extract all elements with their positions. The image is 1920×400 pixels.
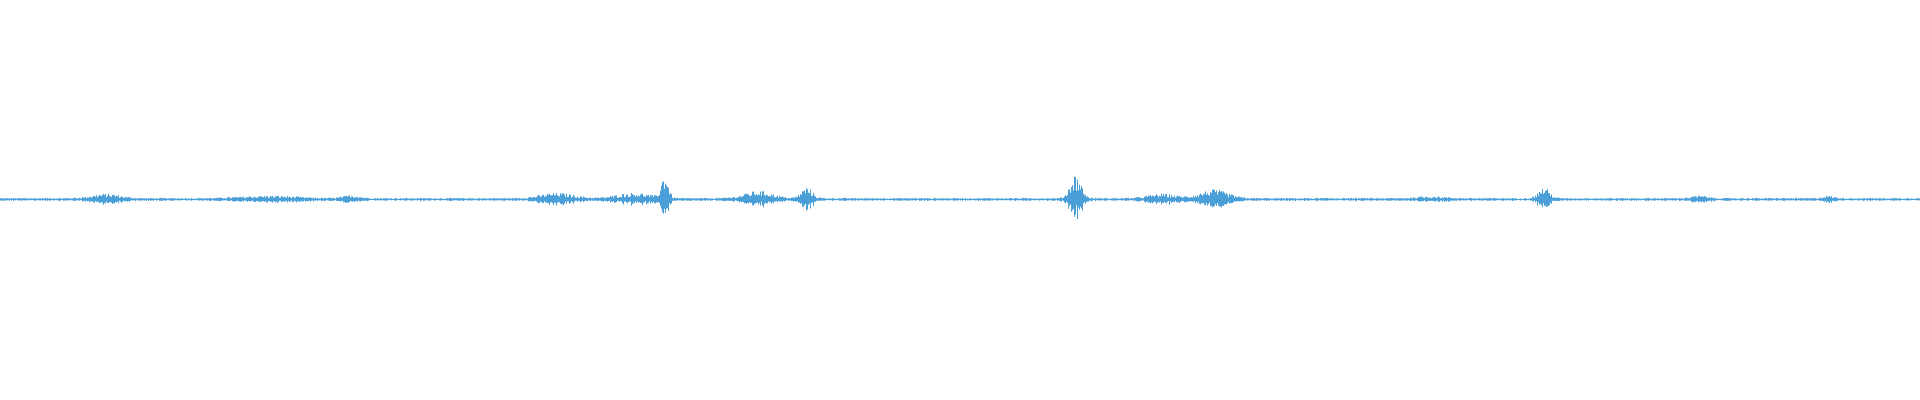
waveform-trace [0, 176, 1920, 220]
